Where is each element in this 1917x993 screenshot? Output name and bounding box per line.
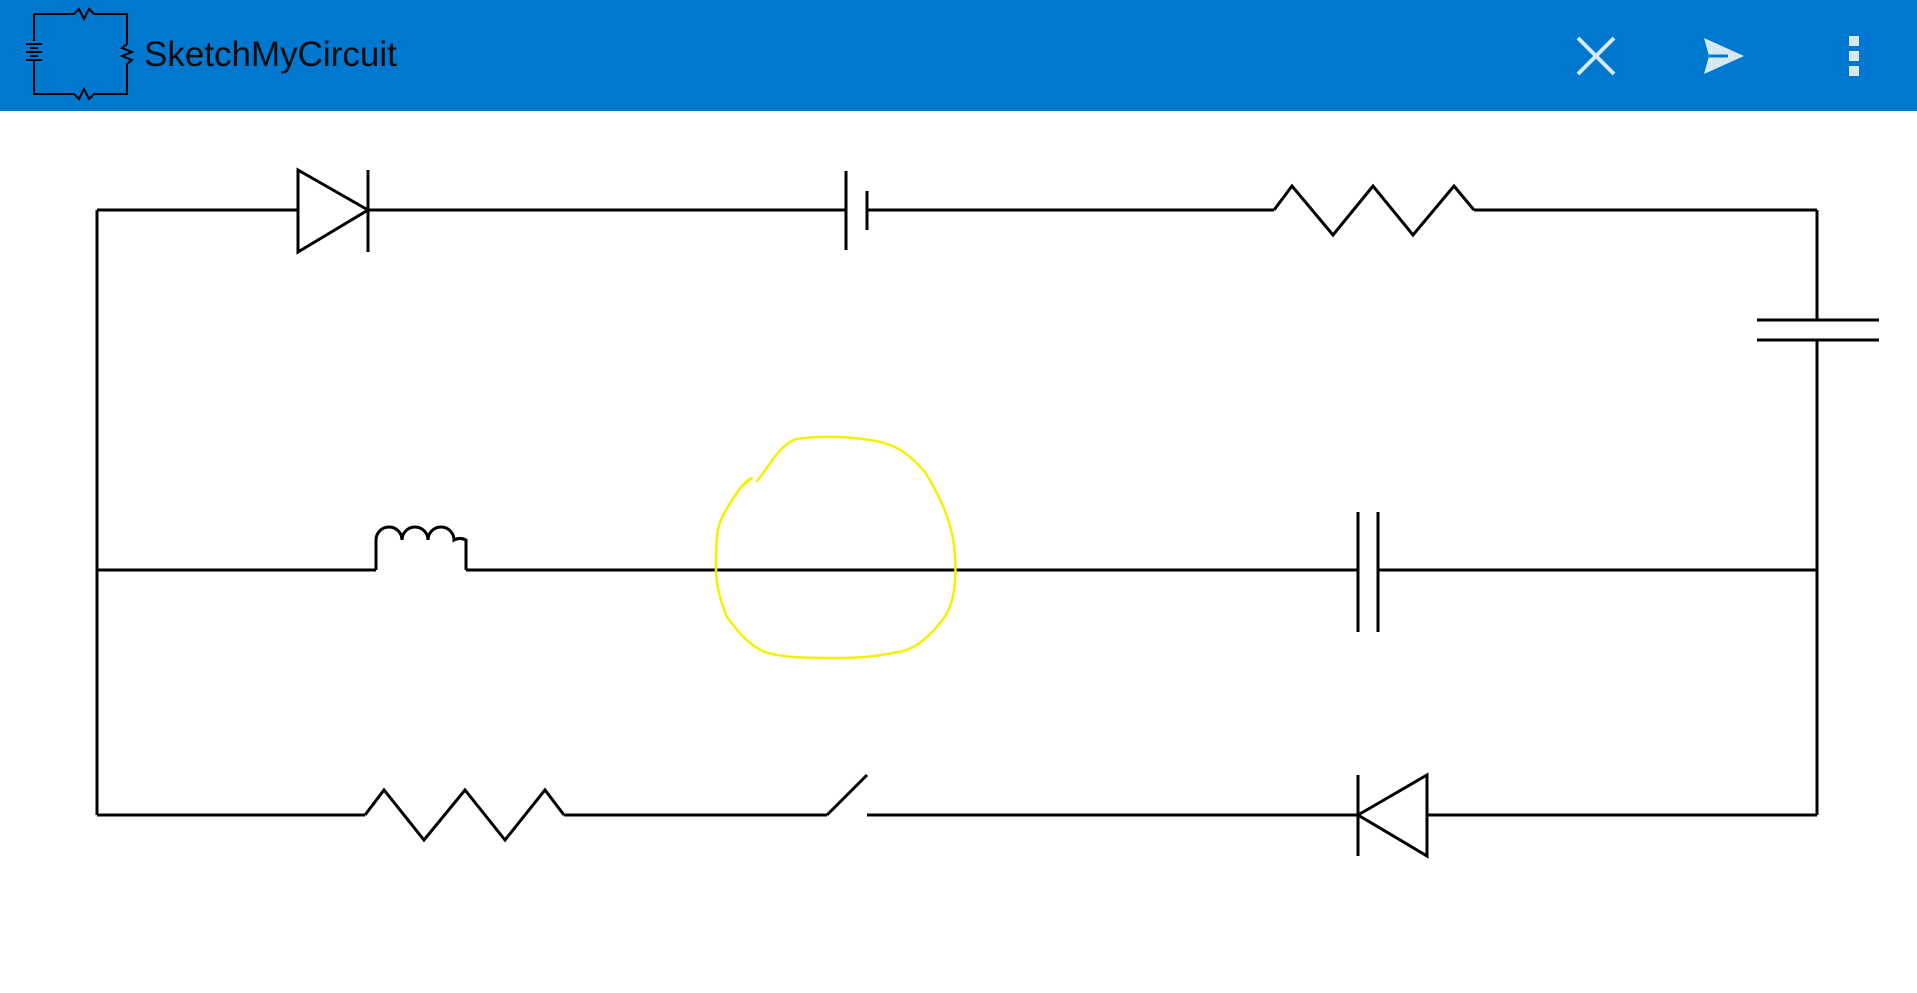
resistor-top bbox=[1272, 183, 1476, 238]
diode-bottom bbox=[1355, 772, 1429, 859]
highlight-annotation bbox=[714, 435, 957, 660]
app-logo-icon bbox=[26, 7, 134, 101]
resistor-bottom bbox=[363, 787, 566, 843]
app-title: SketchMyCircuit bbox=[144, 35, 397, 74]
capacitor-right bbox=[1757, 318, 1879, 342]
app-bar: SketchMyCircuit bbox=[0, 0, 1917, 111]
drawing-canvas[interactable] bbox=[0, 111, 1917, 993]
diode-top bbox=[296, 167, 371, 255]
send-icon bbox=[1704, 38, 1744, 74]
circuit-diagram bbox=[95, 167, 1879, 859]
capacitor-middle bbox=[1356, 512, 1380, 632]
send-button[interactable] bbox=[1690, 22, 1758, 90]
close-button[interactable] bbox=[1562, 22, 1630, 90]
more-vert-icon bbox=[1849, 36, 1859, 76]
inductor-middle bbox=[374, 525, 468, 570]
more-options-button[interactable] bbox=[1820, 22, 1888, 90]
close-icon bbox=[1576, 36, 1616, 76]
battery-top bbox=[844, 171, 869, 250]
switch-bottom-blade bbox=[825, 773, 869, 817]
